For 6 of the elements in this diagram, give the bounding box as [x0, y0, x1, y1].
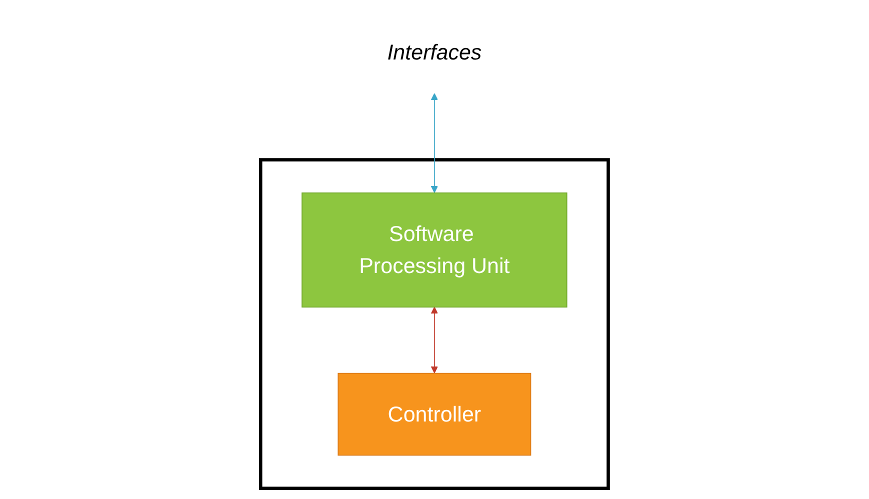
- cluster: [259, 158, 610, 490]
- arrow: [430, 306, 438, 373]
- arrow: [430, 92, 438, 192]
- node-text: Interfaces: [387, 39, 482, 64]
- node-box: Software Processing Unit: [302, 192, 568, 308]
- node-box: Controller: [338, 372, 532, 456]
